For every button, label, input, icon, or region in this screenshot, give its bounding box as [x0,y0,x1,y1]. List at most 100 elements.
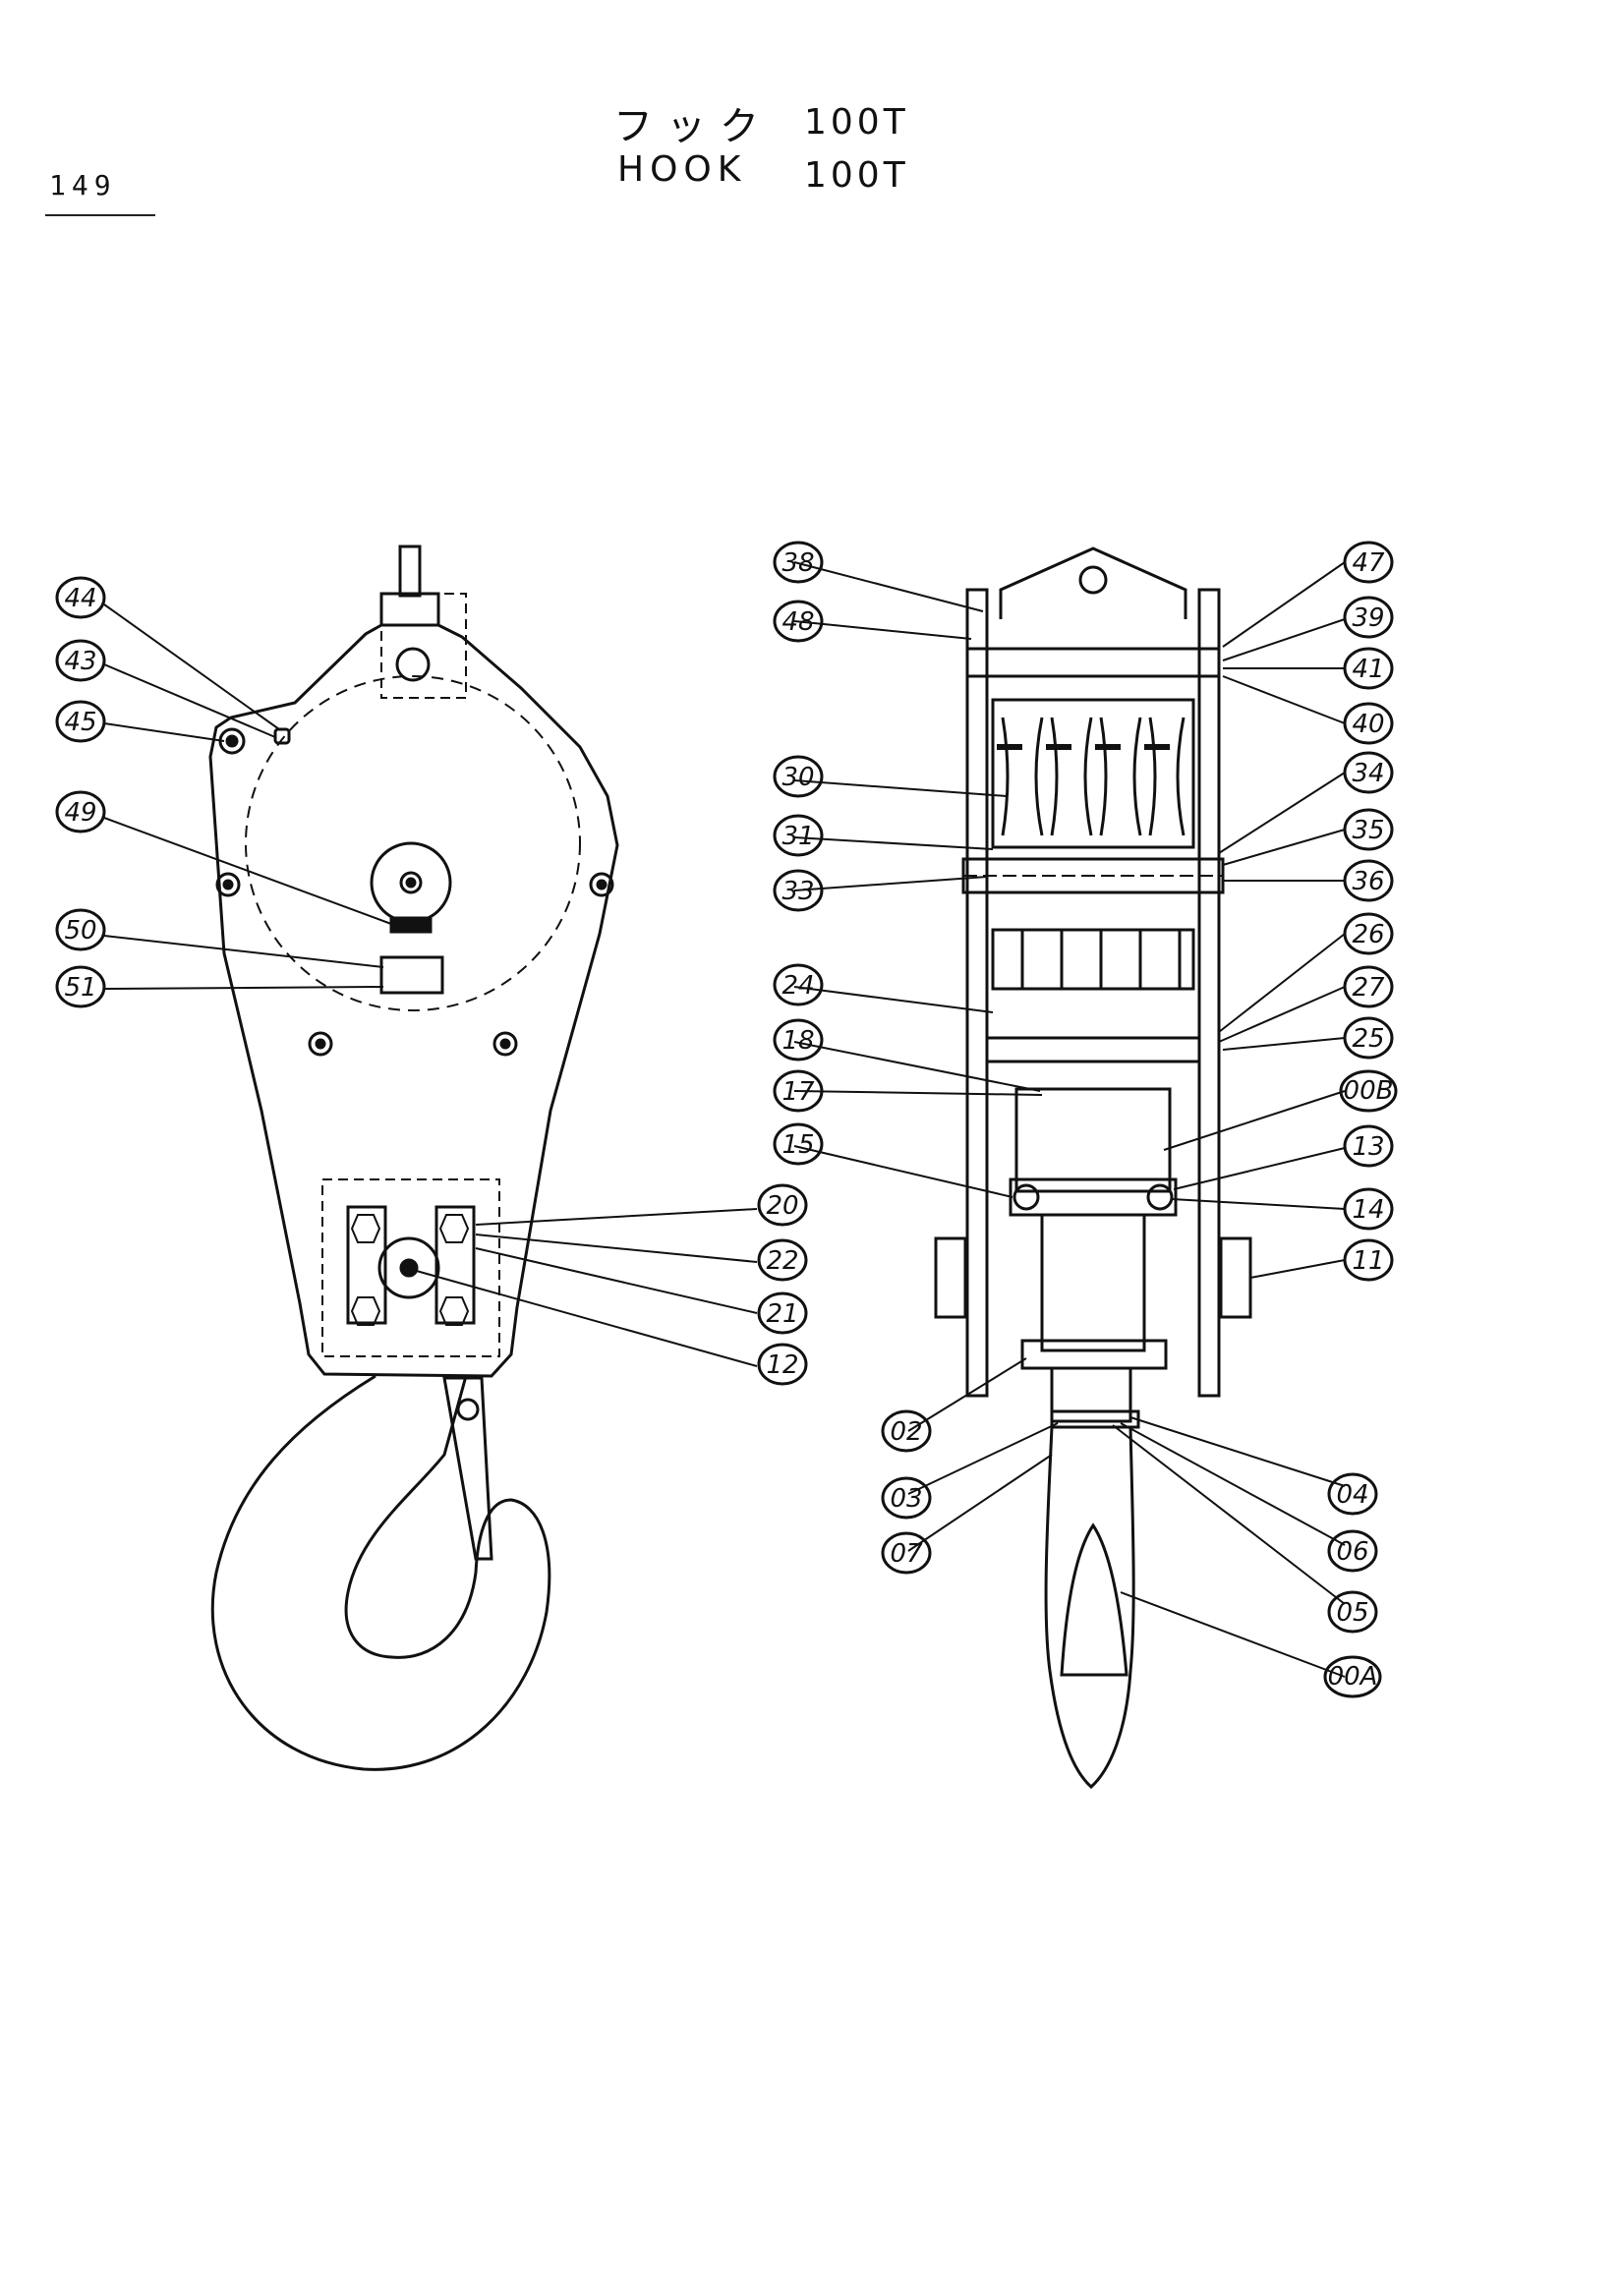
front-top-shaft [398,545,422,598]
front-lug-box [380,593,467,699]
svg-text:40: 40 [1352,710,1384,739]
side-plate-right [1197,588,1221,1398]
callout-48: 48 [773,600,824,643]
svg-text:14: 14 [1352,1195,1384,1225]
side-upper-sheaves [991,698,1195,849]
side-view-callouts: 38 48 47 39 41 40 30 31 33 34 35 36 26 2… [773,541,1398,1698]
svg-text:00A: 00A [1328,1662,1378,1692]
front-ring-bolts [215,872,614,1057]
callout-18: 18 [773,1018,824,1062]
callout-30: 30 [773,755,824,798]
side-spacer [985,1036,1201,1063]
callout-24: 24 [773,963,824,1006]
front-view [208,545,619,1771]
side-hook-nut [1020,1339,1168,1370]
svg-text:49: 49 [64,798,96,828]
svg-text:06: 06 [1336,1537,1368,1567]
callout-06: 06 [1327,1529,1378,1573]
side-thrust-bearing [1009,1177,1178,1217]
svg-text:33: 33 [781,877,814,906]
svg-text:02: 02 [890,1417,922,1447]
callout-51: 51 [55,965,106,1008]
svg-text:31: 31 [781,822,814,851]
callout-43: 43 [55,639,106,682]
callout-31: 31 [773,814,824,857]
front-grease-nipple-inner [225,734,239,748]
callout-25: 25 [1343,1016,1394,1060]
title-english: HOOK [617,149,747,190]
svg-text:50: 50 [64,916,96,946]
callout-20: 20 [757,1183,808,1227]
svg-text:05: 05 [1336,1598,1368,1628]
side-view [934,546,1252,1790]
svg-text:47: 47 [1352,548,1385,578]
callout-05: 05 [1327,1590,1378,1634]
callout-44: 44 [55,576,106,619]
callout-03: 03 [881,1476,932,1520]
svg-text:07: 07 [890,1539,923,1569]
callout-11: 11 [1343,1238,1394,1282]
callout-41: 41 [1343,647,1394,690]
side-top-crosspin [965,647,1221,678]
callout-00A: 00A [1323,1655,1382,1698]
svg-text:24: 24 [781,971,814,1001]
svg-text:25: 25 [1352,1024,1384,1054]
side-bearing-ball-left [1012,1183,1040,1211]
callout-04: 04 [1327,1472,1378,1516]
front-sheave-outline [245,675,581,1011]
front-trunnion [377,1236,440,1299]
callout-49: 49 [55,790,106,833]
front-lower-housing [321,1178,500,1357]
callout-36: 36 [1343,859,1394,902]
page-number-underline [45,214,155,216]
callout-39: 39 [1343,596,1394,639]
svg-text:41: 41 [1352,655,1384,684]
callout-35: 35 [1343,808,1394,851]
page-number: 149 [49,169,117,201]
svg-text:34: 34 [1352,759,1384,788]
side-lower-sheaves [991,928,1195,991]
front-safety-latch [442,1376,493,1561]
callout-02: 02 [881,1409,932,1453]
front-hook [210,1374,551,1771]
side-hook-body [1044,1425,1135,1790]
svg-text:17: 17 [781,1077,815,1107]
side-hook-shank [1050,1368,1132,1423]
callout-07: 07 [881,1531,932,1575]
svg-text:13: 13 [1352,1132,1384,1162]
title-english-capacity: 100T [804,155,909,196]
callout-14: 14 [1343,1187,1394,1231]
callout-45: 45 [55,700,106,743]
front-view-callouts: 44 43 45 49 50 51 20 22 21 12 [55,576,808,1386]
svg-text:20: 20 [766,1191,798,1221]
callout-15: 15 [773,1122,824,1166]
side-top-lug [999,546,1187,619]
callout-leaders [103,561,1346,1678]
svg-text:27: 27 [1352,973,1385,1003]
callout-50: 50 [55,908,106,951]
svg-text:21: 21 [766,1299,798,1329]
svg-text:45: 45 [64,708,96,737]
side-hook-tip [1060,1522,1128,1677]
svg-text:30: 30 [781,763,814,792]
callout-13: 13 [1343,1124,1394,1168]
svg-text:03: 03 [890,1484,922,1514]
svg-text:35: 35 [1352,816,1384,845]
front-lock-plate-left [346,1205,387,1325]
svg-text:38: 38 [781,548,814,578]
front-lock-bolts [350,1214,470,1326]
callout-21: 21 [757,1292,808,1335]
callout-26: 26 [1343,912,1394,955]
side-lug-hole [1078,565,1108,595]
svg-text:12: 12 [766,1350,798,1380]
svg-text:00B: 00B [1344,1076,1394,1106]
svg-text:48: 48 [781,607,814,637]
front-hub-center [405,877,417,889]
title-japanese-capacity: 100T [804,102,909,143]
callout-27: 27 [1343,965,1394,1008]
callout-17: 17 [773,1069,824,1113]
svg-text:51: 51 [64,973,96,1003]
svg-text:04: 04 [1336,1480,1368,1510]
svg-text:36: 36 [1352,867,1384,896]
